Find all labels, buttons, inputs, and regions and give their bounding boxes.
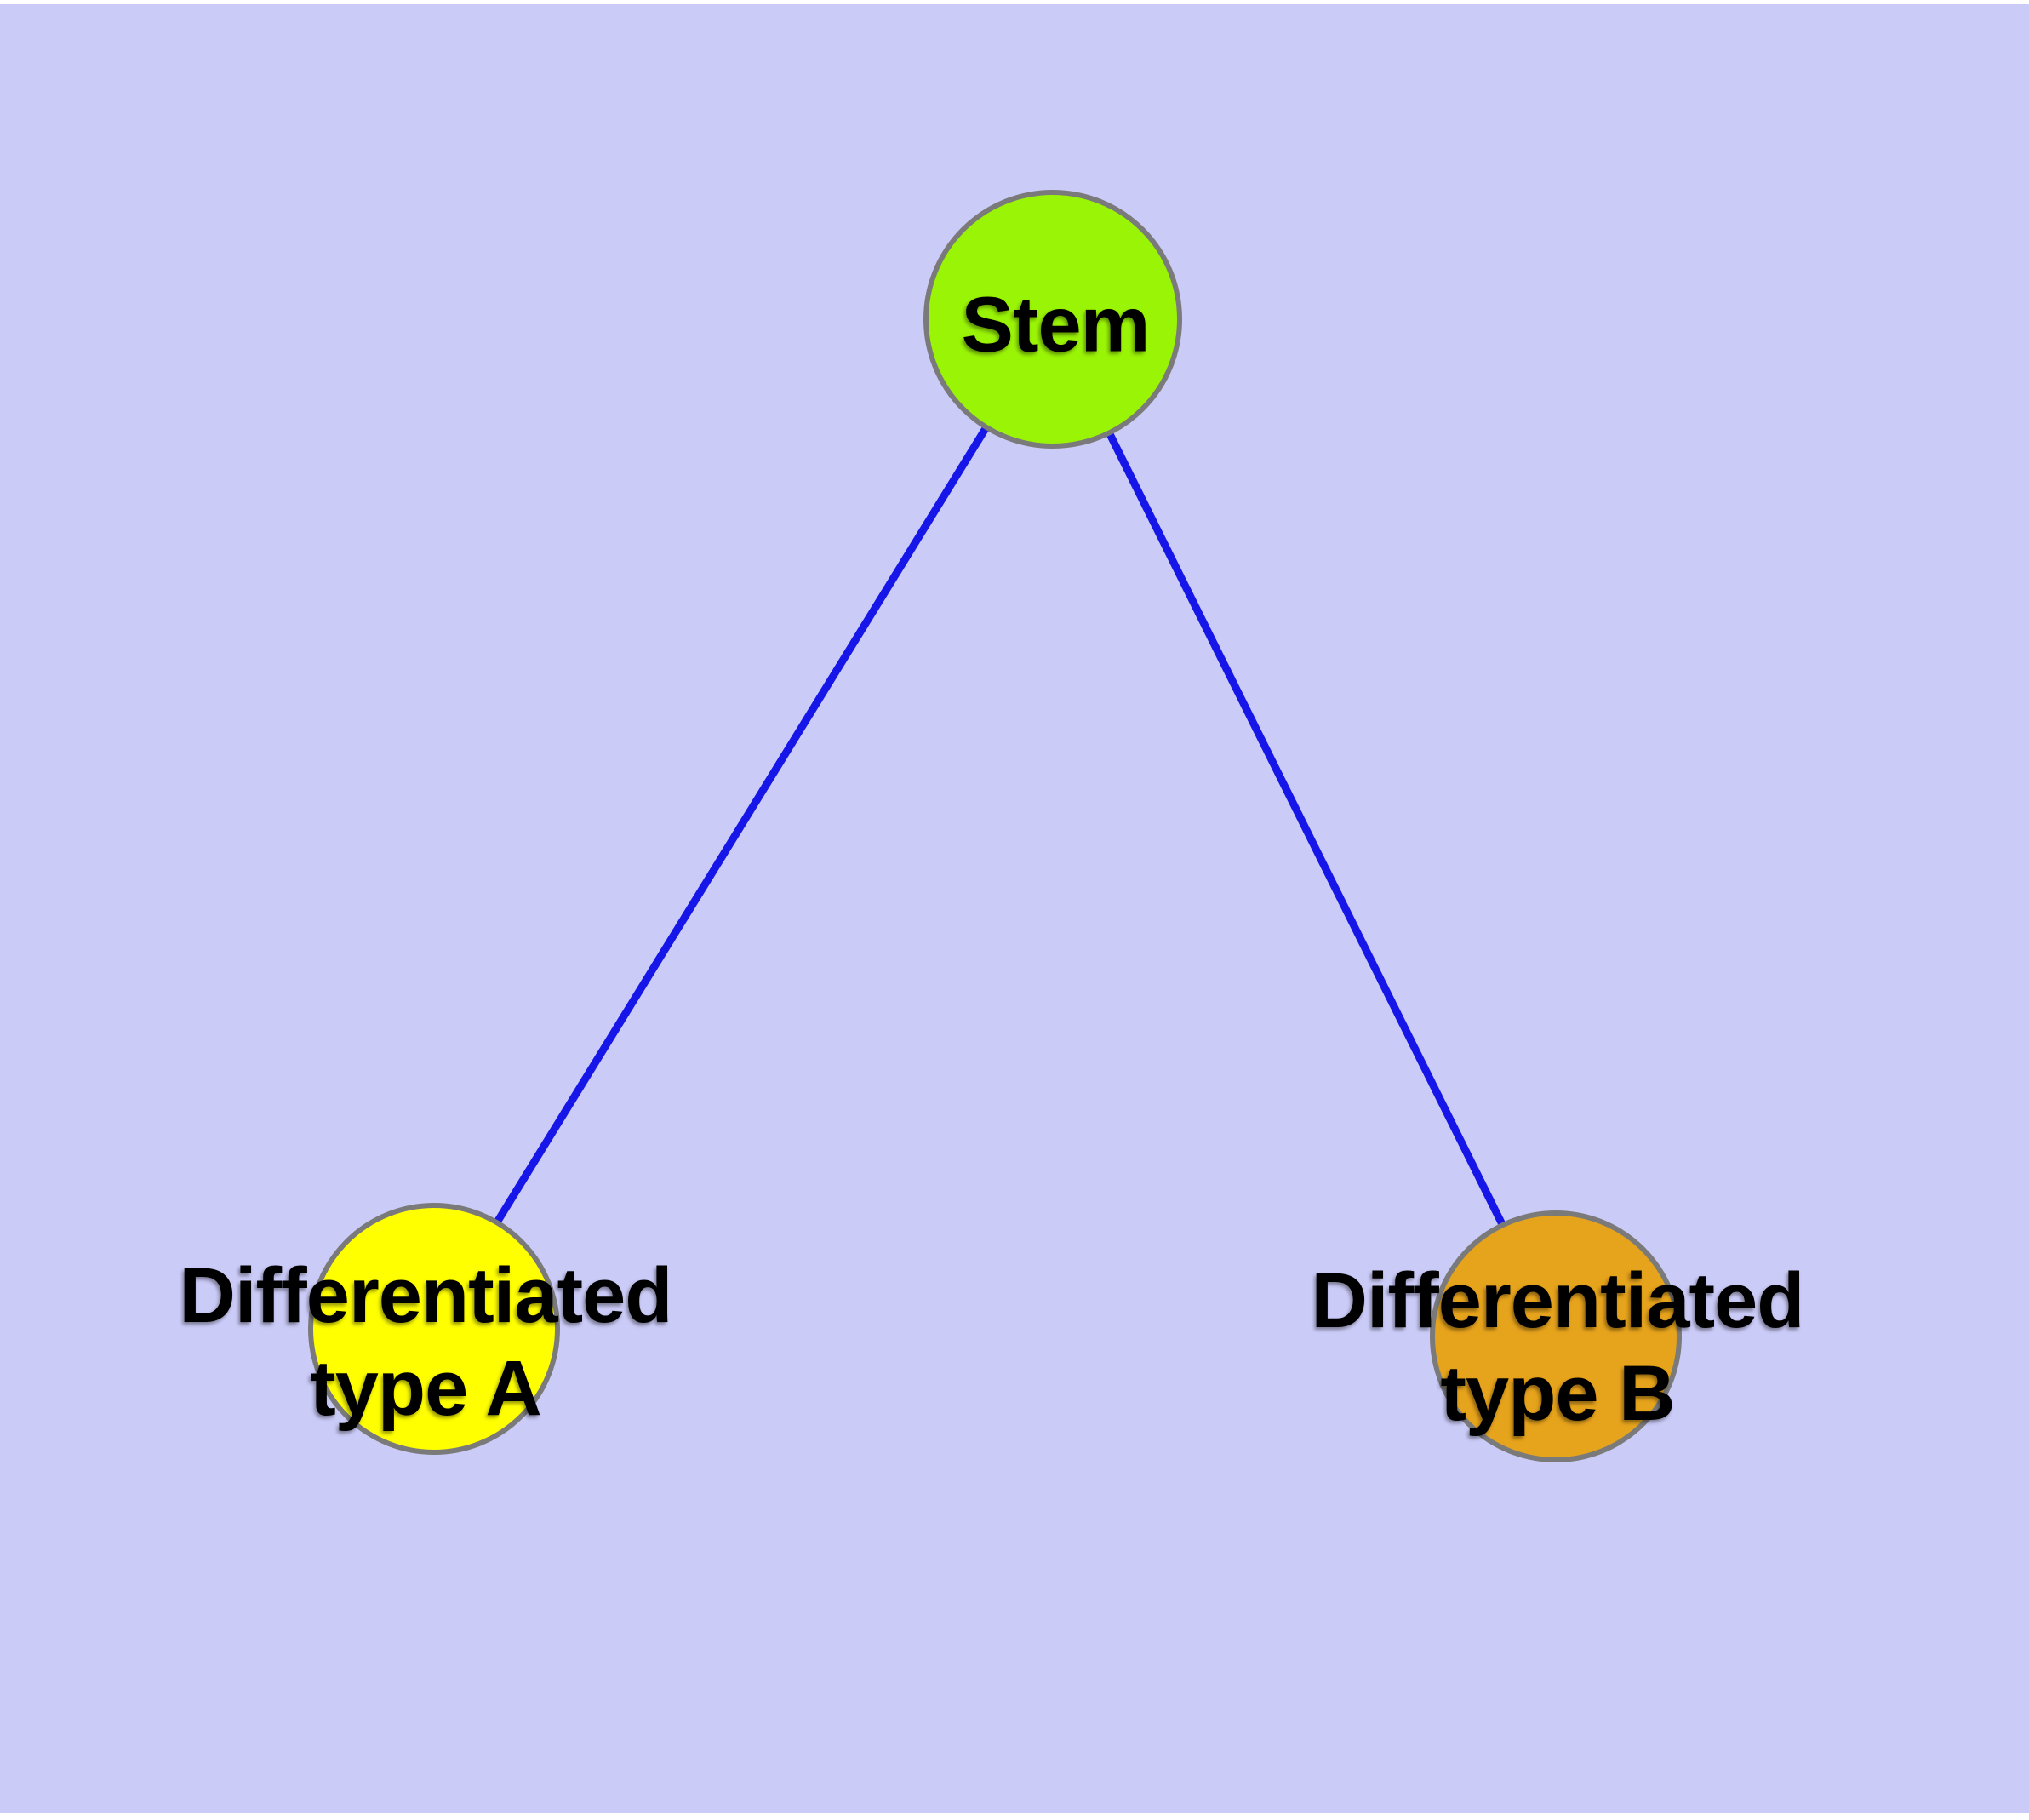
label-line-2: type A xyxy=(310,1345,542,1432)
node-stem[interactable] xyxy=(923,190,1182,449)
label-line-1: Differentiated xyxy=(1311,1257,1805,1344)
edge-stem-to-type-b[interactable] xyxy=(1049,317,1560,1335)
edge-layer xyxy=(431,317,1560,1335)
graph-canvas: Stem Differentiated type A Differentiate… xyxy=(0,4,2029,1813)
node-label-differentiated-type-a: Differentiated type A xyxy=(179,1250,673,1435)
label-line-1: Differentiated xyxy=(179,1252,673,1339)
label-line-2: type B xyxy=(1440,1350,1675,1437)
node-differentiated-type-b[interactable] xyxy=(1430,1210,1682,1462)
node-differentiated-type-a[interactable] xyxy=(308,1203,560,1455)
node-label-stem: Stem xyxy=(961,281,1151,369)
node-label-differentiated-type-b: Differentiated type B xyxy=(1311,1255,1805,1440)
edge-stem-to-type-a[interactable] xyxy=(431,317,1056,1327)
